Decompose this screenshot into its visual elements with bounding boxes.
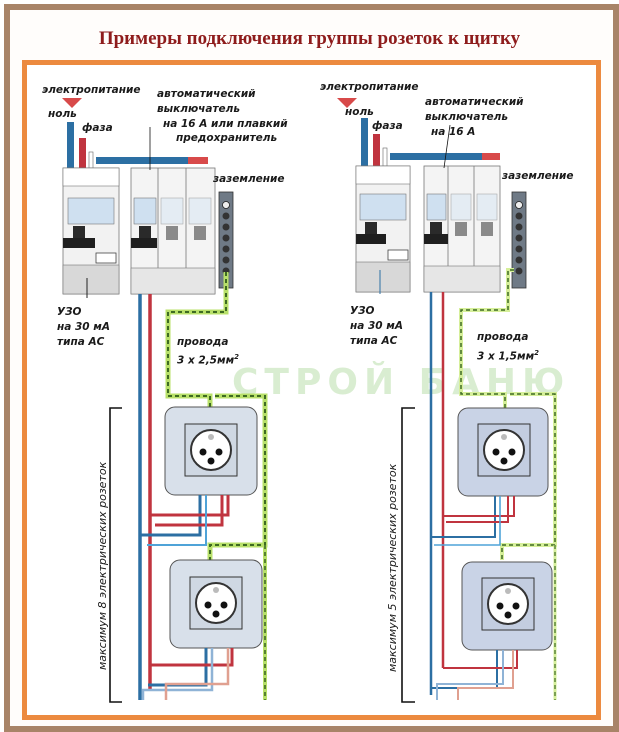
- socket-1: [164, 406, 258, 496]
- supply-arrow-icon: [62, 98, 82, 108]
- socket-2: [461, 561, 553, 651]
- range-bracket: [109, 407, 122, 703]
- supply-arrow-icon: [337, 98, 357, 108]
- right-max-sockets-label: максимум 5 электрических розеток: [386, 463, 399, 672]
- left-power-label: электропитание: [42, 84, 141, 96]
- neutral-feed-wire: [67, 122, 74, 168]
- left-rcd-label-2: на 30 мА: [57, 321, 110, 333]
- left-rcd-label-3: типа АС: [57, 336, 105, 348]
- right-phase-label: фаза: [372, 120, 403, 132]
- phase-bus: [188, 157, 208, 164]
- right-wires-label-1: провода: [477, 331, 529, 343]
- socket-2: [169, 559, 263, 649]
- left-breaker-label-1: автоматический: [157, 88, 256, 100]
- left-rcd-label-1: УЗО: [57, 306, 82, 318]
- left-neutral-label: ноль: [48, 108, 77, 120]
- right-breaker-label-2: выключатель: [425, 111, 508, 123]
- neutral-bus: [96, 157, 208, 164]
- left-breaker-label-2: выключатель: [157, 103, 240, 115]
- breakers: [130, 167, 216, 295]
- left-ground-label: заземление: [213, 173, 285, 185]
- right-scheme: [337, 98, 557, 703]
- left-wires-label-2: 3 х 2,5мм2: [177, 353, 240, 367]
- breakers: [423, 165, 501, 293]
- rcd-device: [355, 165, 411, 294]
- left-wires-label-1: провода: [177, 336, 229, 348]
- ground-bar: [511, 191, 527, 289]
- watermark: СТРОЙ БАНЮ: [232, 362, 571, 403]
- right-breaker-label-3: на 16 А: [431, 126, 476, 138]
- left-phase-label: фаза: [82, 122, 113, 134]
- right-breaker-label-1: автоматический: [425, 96, 524, 108]
- left-scheme: [62, 98, 268, 703]
- right-neutral-label: ноль: [345, 106, 374, 118]
- right-rcd-label-1: УЗО: [350, 305, 375, 317]
- page-title: Примеры подключения группы розеток к щит…: [98, 28, 521, 49]
- left-breaker-label-3: на 16 А или плавкий: [163, 118, 288, 130]
- right-wires-label-2: 3 х 1,5мм2: [477, 349, 540, 363]
- phase-feed-wire: [79, 138, 86, 168]
- left-breaker-label-4: предохранитель: [176, 132, 278, 144]
- left-max-sockets-label: максимум 8 электрических розеток: [96, 461, 109, 670]
- rcd-device: [62, 167, 120, 298]
- socket-1: [457, 407, 549, 497]
- right-rcd-label-2: на 30 мА: [350, 320, 403, 332]
- range-bracket: [401, 407, 415, 703]
- breaker-pointer: [443, 124, 451, 169]
- right-ground-label: заземление: [502, 170, 574, 182]
- right-power-label: электропитание: [320, 81, 419, 93]
- right-rcd-label-3: типа АС: [350, 335, 398, 347]
